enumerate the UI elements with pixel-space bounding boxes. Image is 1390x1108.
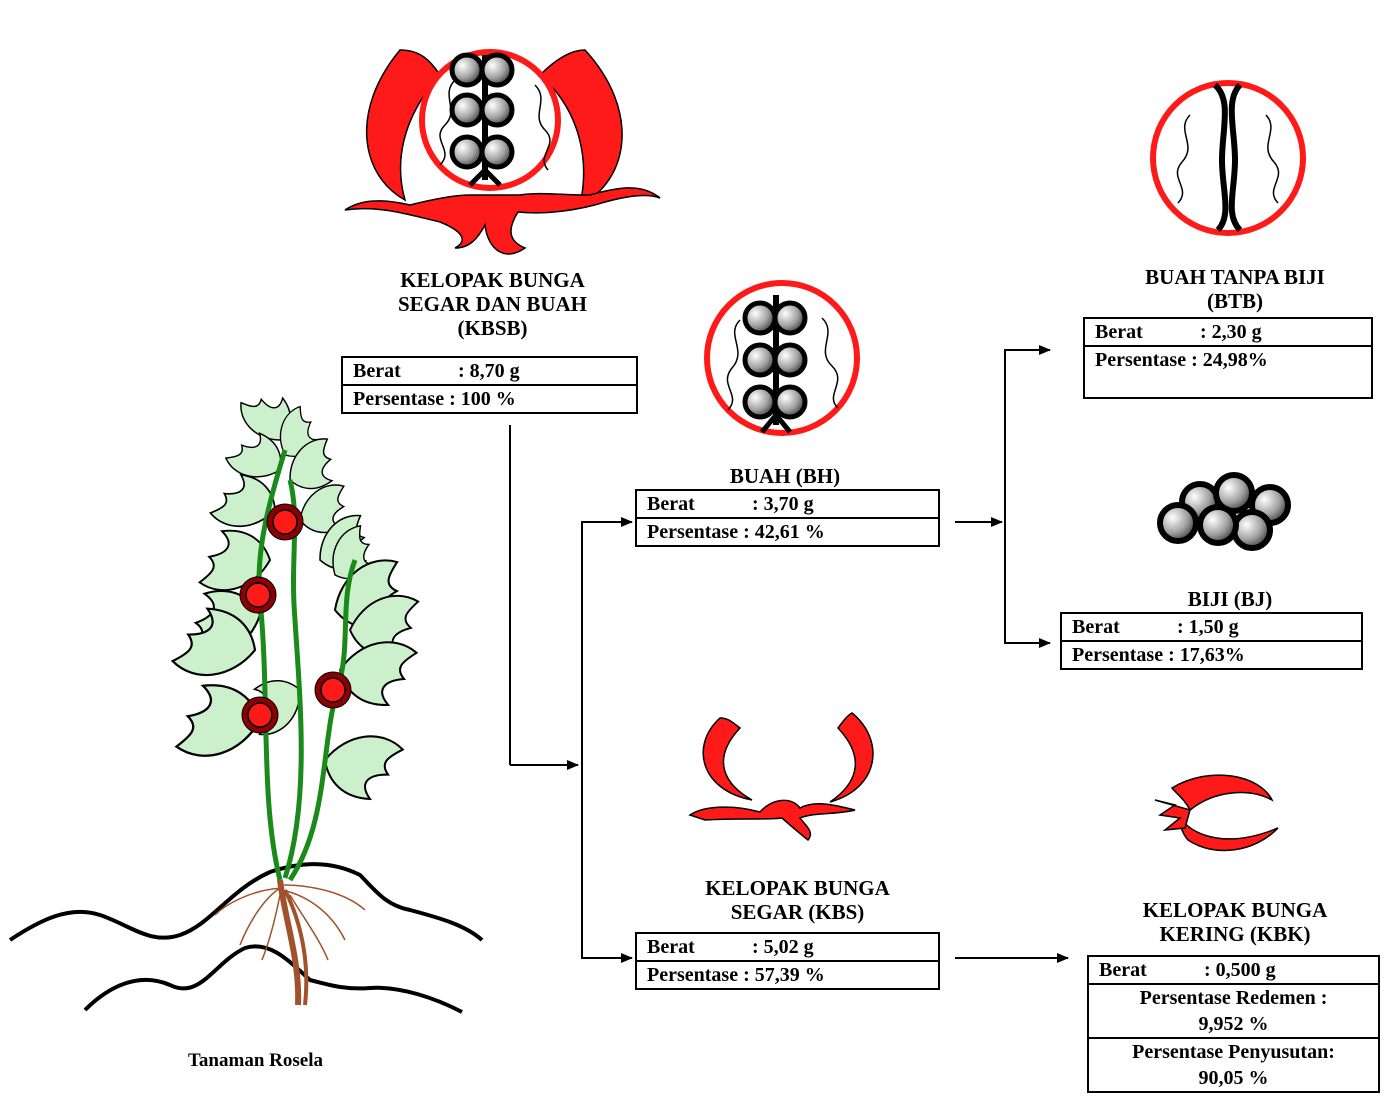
plant-illustration	[10, 383, 482, 1012]
btb-persentase-row: Persentase : 24,98%	[1085, 347, 1371, 373]
btb-berat-row: Berat: 2,30 g	[1085, 319, 1371, 347]
bh-persentase-row: Persentase : 42,61 %	[637, 519, 938, 545]
bh-fruit-icon	[707, 283, 857, 433]
kbk-penyusutan-label: Persentase Penyusutan:	[1099, 1039, 1368, 1065]
kbs-fresh-calyx-icon	[690, 713, 873, 840]
bh-title: BUAH (BH)	[660, 464, 910, 488]
btb-table: Berat: 2,30 g Persentase : 24,98%	[1083, 317, 1373, 399]
arrow-to-kbs	[582, 765, 632, 958]
bj-berat-value: : 1,50 g	[1177, 616, 1239, 638]
kbk-title-line-2: KERING (KBK)	[1090, 922, 1380, 946]
bh-berat-label: Berat	[647, 491, 752, 517]
btb-berat-label: Berat	[1095, 319, 1200, 345]
kbs-berat-value: : 5,02 g	[752, 936, 814, 958]
leaves	[171, 383, 423, 803]
kbsb-title: KELOPAK BUNGA SEGAR DAN BUAH (KBSB)	[340, 268, 645, 340]
kbk-table: Berat: 0,500 g Persentase Redemen : 9,95…	[1087, 955, 1380, 1093]
kbk-title-line-1: KELOPAK BUNGA	[1090, 898, 1380, 922]
kbk-redemen-label: Persentase Redemen :	[1099, 985, 1368, 1011]
kbsb-calyx-with-fruit-icon	[345, 50, 660, 254]
arrow-to-bj	[1005, 522, 1050, 643]
btb-berat-value: : 2,30 g	[1200, 321, 1262, 343]
kbs-persentase-row: Persentase : 57,39 %	[637, 962, 938, 988]
arrow-to-bh	[582, 522, 632, 765]
kbsb-title-line-2: SEGAR DAN BUAH	[340, 292, 645, 316]
bj-seeds-icon	[1160, 475, 1288, 548]
btb-title-line-1: BUAH TANPA BIJI	[1095, 265, 1375, 289]
bj-berat-row: Berat: 1,50 g	[1062, 614, 1361, 642]
bh-berat-value: : 3,70 g	[752, 493, 814, 515]
kbk-penyusutan-value: 90,05 %	[1099, 1065, 1368, 1091]
flow-arrows	[510, 350, 1068, 958]
kbk-redemen-row: Persentase Redemen : 9,952 %	[1089, 985, 1378, 1039]
bh-berat-row: Berat: 3,70 g	[637, 491, 938, 519]
bj-table: Berat: 1,50 g Persentase : 17,63%	[1060, 612, 1363, 670]
kbk-redemen-value: 9,952 %	[1099, 1011, 1368, 1037]
btb-seedless-fruit-icon	[1153, 83, 1303, 233]
kbk-berat-value: : 0,500 g	[1204, 959, 1276, 981]
kbs-table: Berat: 5,02 g Persentase : 57,39 %	[635, 932, 940, 990]
kbk-berat-row: Berat: 0,500 g	[1089, 957, 1378, 985]
kbk-dried-calyx-icon	[1155, 775, 1278, 850]
kbsb-persentase-row: Persentase : 100 %	[343, 386, 636, 412]
kbs-title: KELOPAK BUNGA SEGAR (KBS)	[645, 876, 950, 924]
kbsb-title-line-3: (KBSB)	[340, 316, 645, 340]
kbs-berat-label: Berat	[647, 934, 752, 960]
plant-caption: Tanaman Rosela	[188, 1050, 323, 1072]
bj-persentase-row: Persentase : 17,63%	[1062, 642, 1361, 668]
kbsb-berat-value: : 8,70 g	[458, 360, 520, 382]
kbk-title: KELOPAK BUNGA KERING (KBK)	[1090, 898, 1380, 946]
kbs-title-line-2: SEGAR (KBS)	[645, 900, 950, 924]
arrow-to-btb	[1005, 350, 1050, 522]
ground-lines	[10, 864, 482, 1012]
kbk-penyusutan-row: Persentase Penyusutan: 90,05 %	[1089, 1039, 1378, 1091]
kbsb-berat-row: Berat: 8,70 g	[343, 358, 636, 386]
kbs-berat-row: Berat: 5,02 g	[637, 934, 938, 962]
kbsb-berat-label: Berat	[353, 358, 458, 384]
kbs-title-line-1: KELOPAK BUNGA	[645, 876, 950, 900]
kbk-berat-label: Berat	[1099, 957, 1204, 983]
bj-berat-label: Berat	[1072, 614, 1177, 640]
bh-table: Berat: 3,70 g Persentase : 42,61 %	[635, 489, 940, 547]
kbsb-table: Berat: 8,70 g Persentase : 100 %	[341, 356, 638, 414]
kbsb-title-line-1: KELOPAK BUNGA	[340, 268, 645, 292]
btb-title-line-2: (BTB)	[1095, 289, 1375, 313]
btb-title: BUAH TANPA BIJI (BTB)	[1095, 265, 1375, 313]
bj-title: BIJI (BJ)	[1120, 587, 1340, 611]
